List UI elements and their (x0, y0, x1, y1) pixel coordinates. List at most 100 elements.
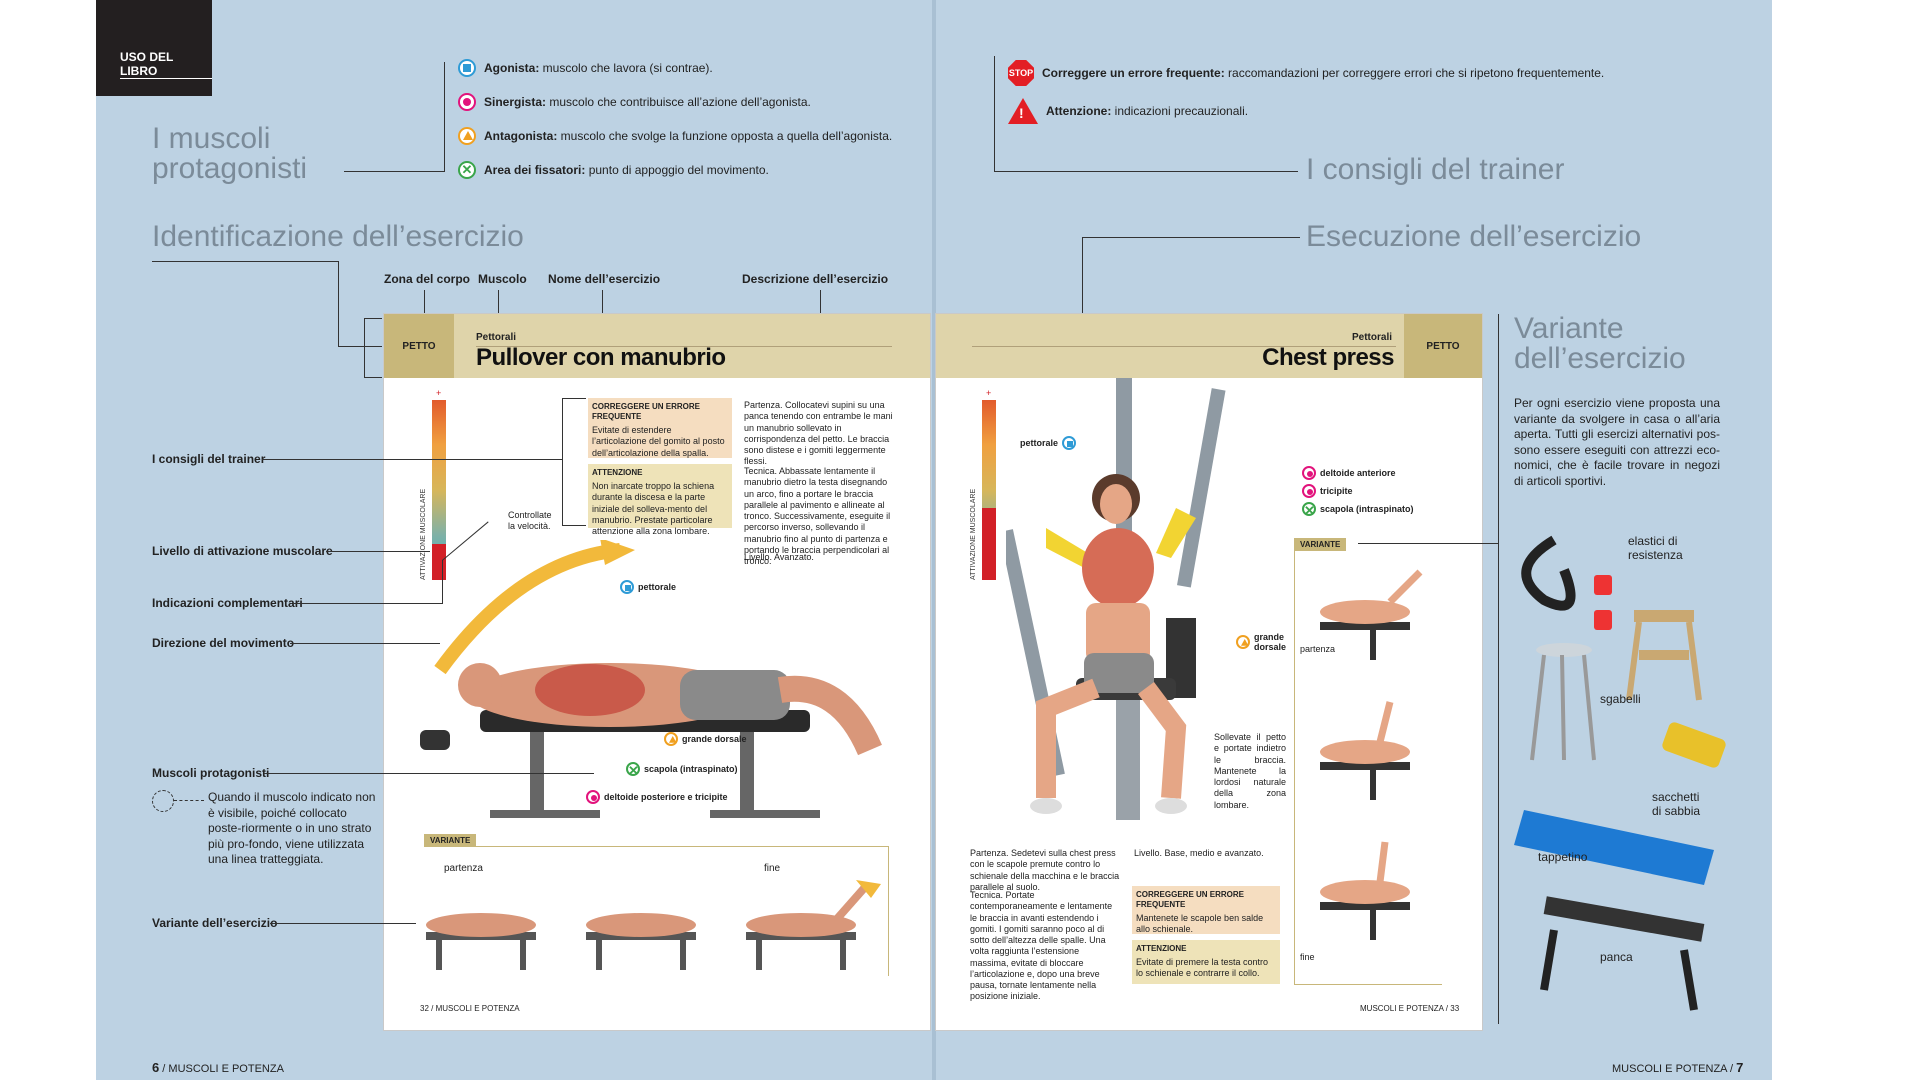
connector-line (264, 773, 594, 774)
equipment-label-panca: panca (1600, 950, 1633, 964)
synergist-icon (458, 93, 476, 111)
fixator-icon: ✕ (458, 161, 476, 179)
tag-text: deltoide posteriore e tricipite (604, 792, 728, 802)
tag-grande-dorsale-left: grande dorsale (664, 732, 747, 746)
legend-desc: muscolo che lavora (si contrae). (539, 61, 713, 75)
chest-press-illustration (1006, 378, 1226, 820)
tag-text: grande dorsale (682, 734, 747, 744)
antagonist-icon (458, 127, 476, 145)
equipment-label-sacchetti: sacchetti di sabbia (1652, 790, 1701, 819)
tag-text: grande dorsale (1254, 632, 1287, 652)
connector-line (562, 398, 586, 399)
folio-spread-left: 32 / MUSCOLI E POTENZA (420, 1004, 520, 1013)
label-nome: Nome dell’esercizio (548, 272, 661, 286)
connector-line (290, 643, 440, 644)
legend-desc: indicazioni precauzionali. (1111, 104, 1249, 118)
tag-text: scapola (intraspinato) (644, 764, 738, 774)
variant-rule (1294, 984, 1442, 985)
activation-bar (982, 400, 996, 580)
side-label-consigli: I consigli del trainer (152, 452, 266, 466)
plus-sign: + (986, 388, 992, 398)
connector-line (270, 923, 416, 924)
variant-partenza-label: partenza (1300, 644, 1336, 654)
warning-icon (1008, 98, 1038, 124)
equipment-label-tappetino: tappetino (1538, 850, 1588, 864)
zone-code: PETTO (1404, 314, 1482, 378)
tag-grande-dorsale-right: grande dorsale (1236, 632, 1296, 652)
label-muscolo: Muscolo (478, 272, 527, 286)
variant-tag-left: VARIANTE (424, 834, 477, 847)
connector-line (152, 261, 338, 262)
tip-head: CORREGGERE UN ERRORE FREQUENTE (592, 402, 701, 421)
section-tab-label: USO DEL LIBRO (120, 50, 212, 79)
exercise-title: Pullover con manubrio (476, 344, 726, 371)
connector-line (1498, 314, 1499, 1024)
label-zona: Zona del corpo (384, 272, 471, 286)
tip-text: Evitate di estendere l’articolazione del… (592, 425, 725, 458)
variant-tag-right: VARIANTE (1294, 538, 1347, 551)
tag-pettorale-right: pettorale (1020, 436, 1077, 450)
variant-partenza-label: partenza (444, 863, 483, 874)
legend-antagonist: Antagonista: muscolo che svolge la funzi… (458, 127, 892, 145)
title-rule (972, 346, 1396, 347)
synergist-icon (1302, 466, 1316, 480)
side-label-variante: Variante dell’esercizio (152, 916, 278, 930)
legend-term: Attenzione: (1046, 104, 1112, 118)
connector-line (338, 261, 339, 347)
connector-line (294, 603, 442, 604)
label-descrizione: Descrizione dell’esercizio (742, 272, 889, 286)
exercise-muscle: Pettorali (476, 332, 517, 343)
legend-warning: Attenzione: indicazioni precauzionali. (1008, 98, 1248, 124)
folio-text: / MUSCOLI E POTENZA (159, 1063, 284, 1075)
tag-tricipite-right: tricipite (1302, 484, 1353, 498)
description-tecnica: Tecnica. Portate contemporaneamente e le… (970, 890, 1113, 1002)
variant-rule (1294, 538, 1295, 984)
connector-line (498, 290, 499, 332)
book-spine (932, 0, 936, 1080)
page-number: 7 (1736, 1060, 1744, 1075)
connector-line (344, 171, 444, 172)
legend-term: Sinergista: (484, 95, 547, 109)
zone-code: PETTO (384, 314, 454, 378)
tag-scapola-right: ✕scapola (intraspinato) (1302, 502, 1414, 518)
connector-line (1082, 237, 1300, 238)
heading-variante: Variante dell’esercizio (1514, 312, 1686, 375)
tag-text: pettorale (1020, 438, 1059, 448)
connector-line (338, 346, 382, 347)
activation-level-fill (982, 508, 996, 580)
tag-text: pettorale (638, 582, 677, 592)
agonist-icon (1062, 436, 1077, 450)
legend-desc: raccomandazioni per correggere errori ch… (1224, 66, 1605, 80)
heading-esecuzione: Esecuzione dell’esercizio (1306, 220, 1642, 253)
legend-term: Area dei fissatori: (484, 163, 586, 177)
connector-line (444, 62, 445, 172)
folio-spread-right: MUSCOLI E POTENZA / 33 (1360, 1004, 1460, 1013)
connector-line (326, 551, 430, 552)
tip-attention-right: ATTENZIONE Evitate di premere la testa c… (1132, 940, 1280, 984)
description-tecnica: Tecnica. Abbassate lentamente il manubri… (744, 466, 891, 566)
legend-synergist: Sinergista: muscolo che contribuisce all… (458, 93, 811, 111)
side-label-protagonisti: Muscoli protagonisti (152, 766, 270, 780)
variant-fine-label: fine (1300, 952, 1315, 962)
tip-text: Non inarcate troppo la schiena durante l… (592, 481, 715, 536)
tip-head: ATTENZIONE (1136, 944, 1187, 953)
folio-text: MUSCOLI E POTENZA / (1612, 1063, 1737, 1075)
speed-note: Controllate la velocità. (508, 510, 552, 532)
connector-line (994, 56, 995, 172)
dashed-line (174, 800, 204, 801)
legend-term: Agonista: (484, 61, 540, 75)
tag-text: scapola (intraspinato) (1320, 504, 1414, 514)
connector-line (562, 398, 563, 526)
description-partenza: Partenza. Sedetevi sulla chest press con… (970, 848, 1120, 892)
fixator-icon: ✕ (626, 762, 640, 778)
legend-agonist: Agonista: muscolo che lavora (si contrae… (458, 59, 713, 77)
connector-line (442, 560, 443, 604)
page-folio-right: MUSCOLI E POTENZA / 7 (1612, 1060, 1743, 1075)
connector-line (364, 377, 382, 378)
side-label-indicazioni: Indicazioni complementari (152, 596, 303, 610)
description-partenza: Partenza. Collocatevi supini su una panc… (744, 400, 893, 467)
dashed-circle-icon (152, 790, 174, 812)
tip-stop-left: CORREGGERE UN ERRORE FREQUENTE Evitate d… (588, 398, 732, 458)
equipment-illustration (1514, 535, 1726, 1011)
antagonist-icon (1236, 635, 1250, 649)
